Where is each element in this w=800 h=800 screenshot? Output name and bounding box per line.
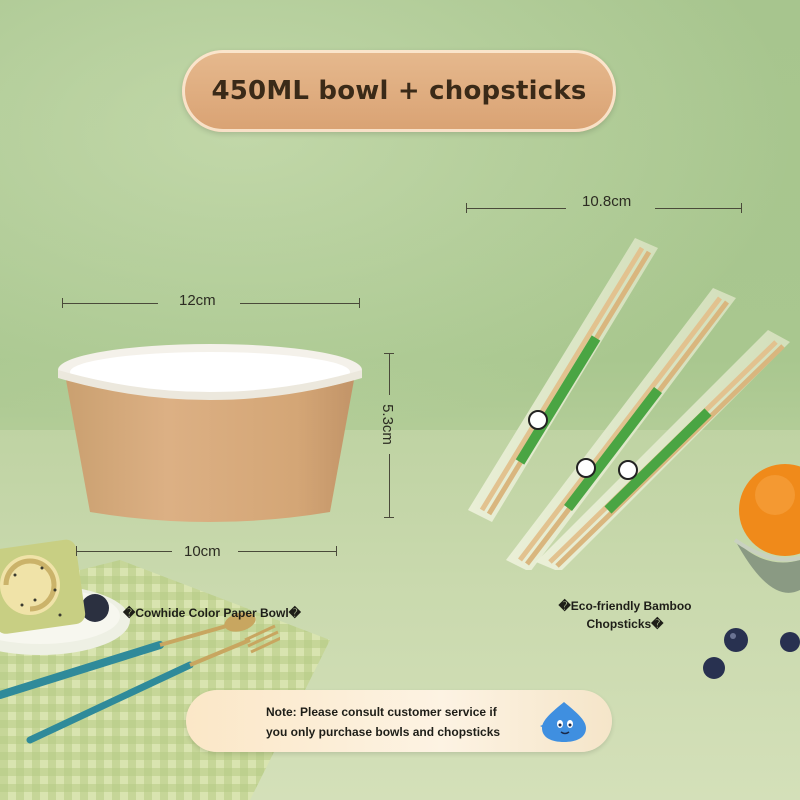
chopstick-pack-2: [506, 288, 736, 570]
bowl-bottom-width-label: 10cm: [184, 543, 221, 560]
kraft-paper-bowl: [58, 344, 362, 522]
cutlery: [0, 612, 280, 744]
chopsticks-caption: �Eco-friendly Bamboo Chopsticks�: [545, 597, 705, 633]
dim-tick: [359, 298, 360, 308]
bowl-top-width-line: [62, 303, 158, 304]
bowl-height-line: [389, 353, 390, 395]
chopstick-width-line: [466, 208, 566, 209]
note-text: Note: Please consult customer service if…: [266, 702, 516, 742]
chopstick-pack-3: [536, 330, 790, 570]
panda-logo-icon: [528, 410, 548, 430]
chopstick-width-label: 10.8cm: [582, 193, 632, 210]
fruit-bowl: [733, 464, 800, 593]
chopstick-width-line: [655, 208, 741, 209]
chopsticks-caption-line2: Chopsticks�: [586, 617, 664, 631]
dim-tick: [741, 203, 742, 213]
title-text: 450ML bowl + chopsticks: [211, 76, 587, 106]
bowl-caption: �Cowhide Color Paper Bowl�: [123, 606, 301, 620]
bowl-height-line: [389, 454, 390, 517]
dim-tick: [336, 546, 337, 556]
bowl-bottom-width-line: [238, 551, 336, 552]
bowl-bottom-width-line: [76, 551, 172, 552]
panda-logo-icon: [618, 460, 638, 480]
water-drop-mascot-icon: [540, 702, 586, 742]
note-line-1: Note: Please consult customer service if: [266, 705, 497, 719]
note-banner: Note: Please consult customer service if…: [186, 690, 612, 752]
chopsticks-packages: [468, 238, 790, 570]
bowl-top-width-line: [240, 303, 359, 304]
bowl-top-width-label: 12cm: [179, 292, 216, 309]
blueberries: [703, 628, 800, 679]
cake-plate: [0, 539, 130, 655]
chopstick-pack-1: [468, 238, 658, 522]
bowl-height-label: 5.3cm: [378, 404, 396, 445]
panda-logo-icon: [576, 458, 596, 478]
note-line-2: you only purchase bowls and chopsticks: [266, 725, 501, 739]
dim-tick: [384, 517, 394, 518]
title-banner: 450ML bowl + chopsticks: [182, 50, 616, 132]
chopsticks-caption-line1: �Eco-friendly Bamboo: [558, 599, 692, 613]
